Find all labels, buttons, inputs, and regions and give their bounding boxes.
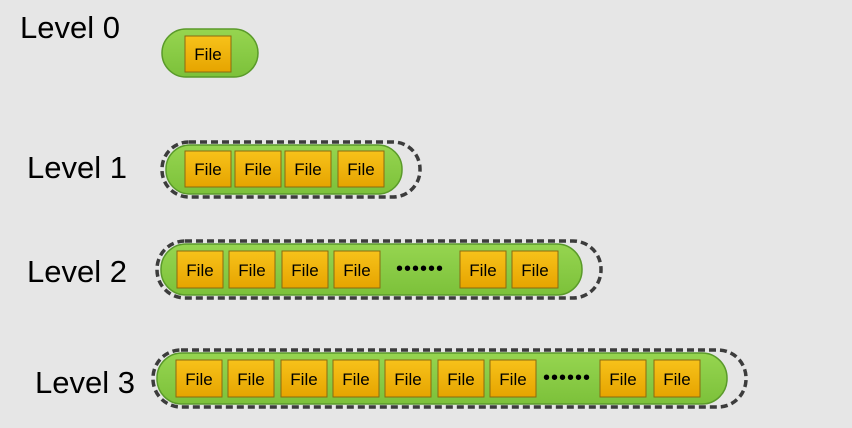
file-block: File (234, 150, 282, 188)
file-block: File (459, 250, 507, 289)
file-block: File (280, 359, 328, 398)
file-label: File (342, 370, 369, 389)
file-block: File (332, 359, 380, 398)
level-1: Level 1 File File File File (27, 140, 422, 199)
level-2-dashed-outline (155, 239, 603, 300)
level-1-dashed-outline (160, 140, 422, 199)
file-block: File (176, 250, 224, 289)
file-block: File (599, 359, 647, 398)
file-label: File (499, 370, 526, 389)
file-label: File (343, 261, 370, 280)
file-block: File (184, 150, 232, 188)
file-block: File (175, 359, 223, 398)
file-block: File (227, 359, 275, 398)
level-label-2: Level 2 (27, 254, 127, 289)
file-block: File (333, 250, 381, 289)
level-label-3: Level 3 (35, 365, 135, 400)
level-0: Level 0 File (20, 10, 259, 78)
file-label: File (521, 261, 548, 280)
file-block: File (228, 250, 276, 289)
level-2: Level 2 File File File File •••••• File … (27, 239, 603, 300)
level-label-1: Level 1 (27, 150, 127, 185)
level-3-dashed-outline (151, 348, 748, 409)
file-block: File (281, 250, 329, 289)
file-block: File (284, 150, 332, 188)
file-label: File (294, 160, 321, 179)
file-label: File (394, 370, 421, 389)
file-label: File (609, 370, 636, 389)
file-label: File (663, 370, 690, 389)
file-label: File (244, 160, 271, 179)
file-block: File (184, 35, 232, 73)
file-label: File (186, 261, 213, 280)
file-block: File (653, 359, 701, 398)
file-block: File (384, 359, 432, 398)
level-label-0: Level 0 (20, 10, 120, 45)
file-label: File (237, 370, 264, 389)
file-label: File (290, 370, 317, 389)
file-label: File (194, 160, 221, 179)
file-label: File (238, 261, 265, 280)
ellipsis-dots: •••••• (396, 258, 444, 280)
file-block: File (437, 359, 485, 398)
file-block: File (337, 150, 385, 188)
level-3: Level 3 File File File File File File (35, 348, 748, 409)
file-label: File (347, 160, 374, 179)
file-block: File (511, 250, 559, 289)
ellipsis-dots: •••••• (543, 367, 591, 389)
file-label: File (194, 45, 221, 64)
file-label: File (469, 261, 496, 280)
file-label: File (185, 370, 212, 389)
file-label: File (447, 370, 474, 389)
file-block: File (489, 359, 537, 398)
file-label: File (291, 261, 318, 280)
